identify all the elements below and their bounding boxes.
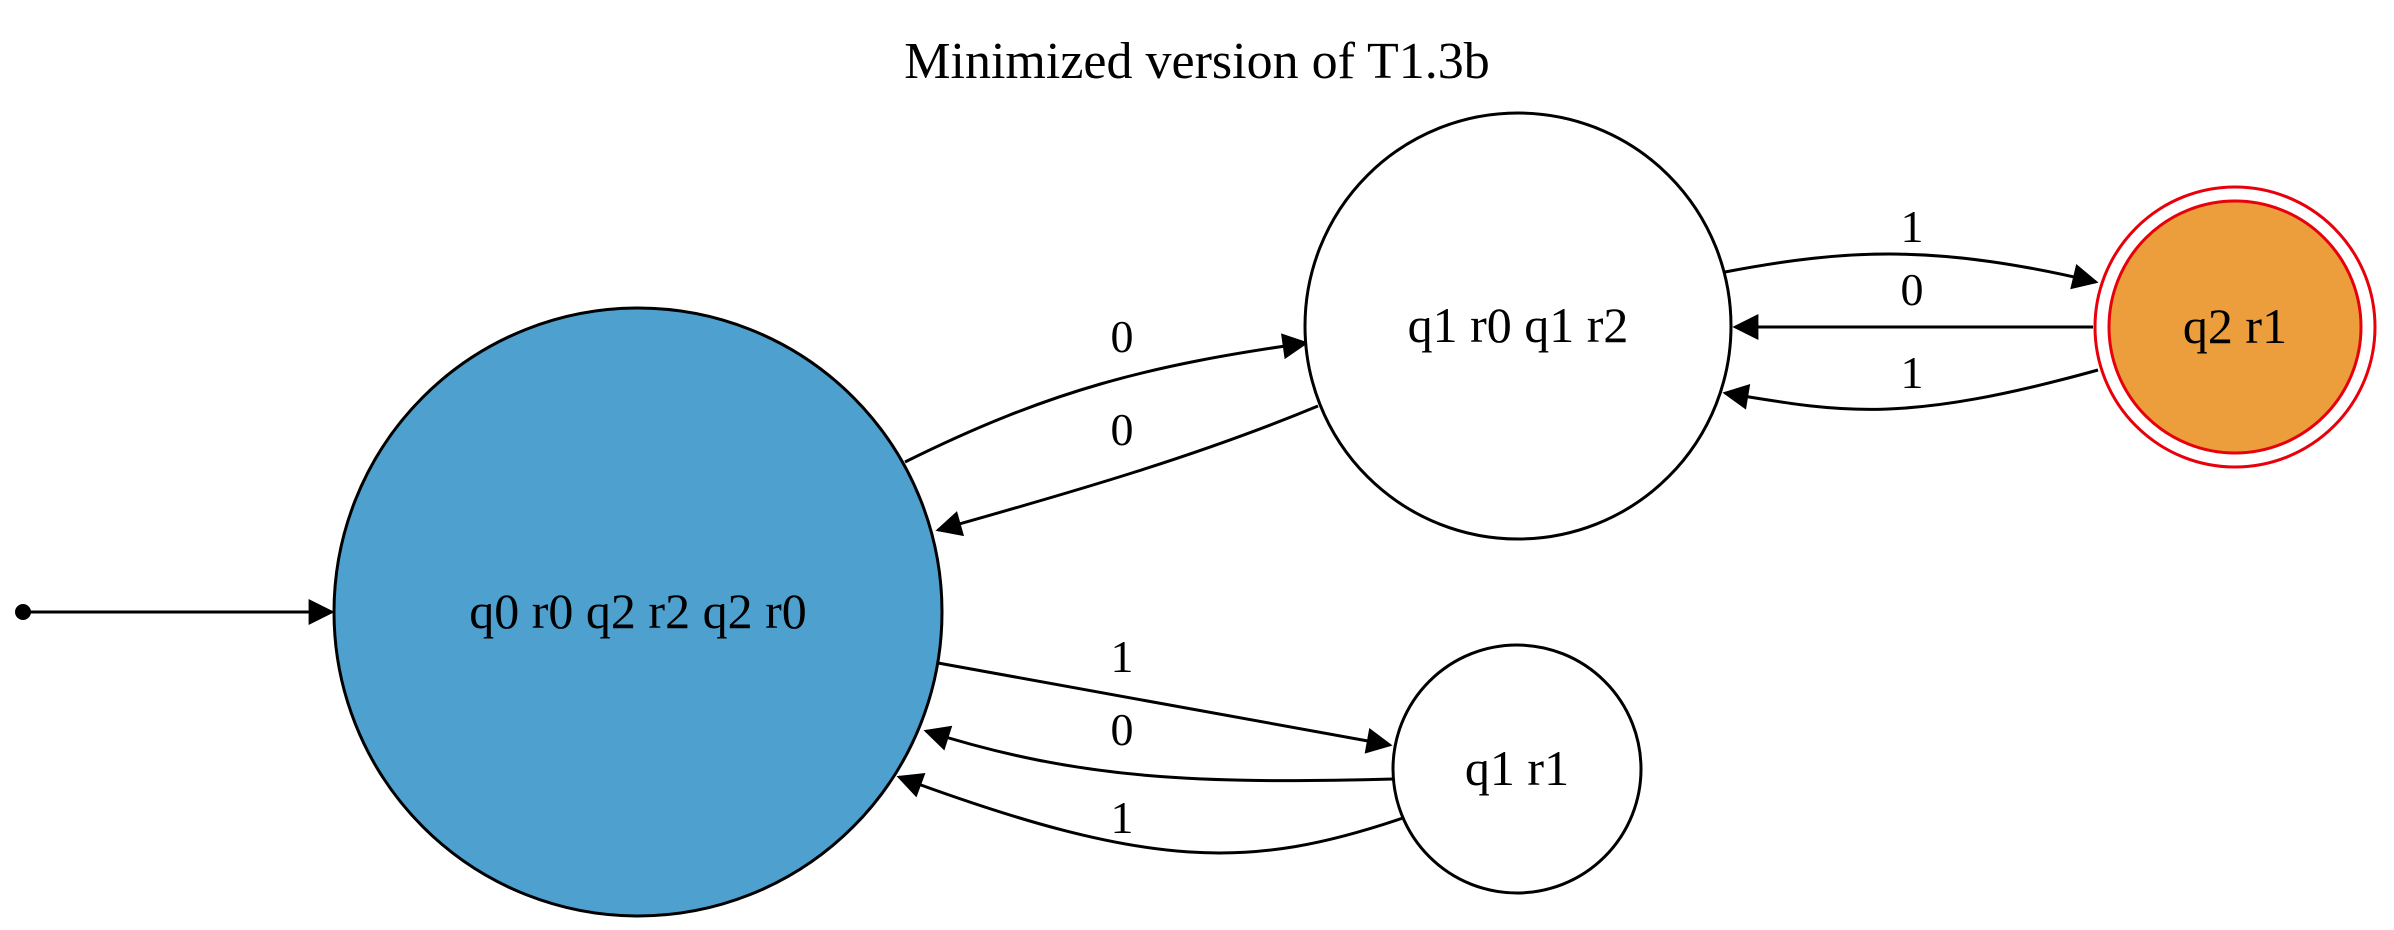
- edge-label: 0: [1111, 704, 1134, 755]
- state-label: q0 r0 q2 r2 q2 r0: [469, 583, 806, 639]
- state-q1r0q1r2: q1 r0 q1 r2: [1303, 111, 1733, 541]
- edge-q2r1-one-to-q1r0q1r2: [1722, 368, 2099, 411]
- edge-label: 1: [1111, 631, 1134, 682]
- edge-q1r0q1r2-to-q2r1: [1724, 252, 2099, 290]
- edge-label: 0: [1901, 264, 1924, 315]
- edge-label: 1: [1901, 347, 1924, 398]
- initial-marker: [15, 599, 335, 625]
- edge-labels: 0 0 1 0 1 1 0 1: [1111, 201, 1924, 843]
- edge-label: 0: [1111, 311, 1134, 362]
- edge-label: 1: [1111, 792, 1134, 843]
- state-label: q1 r0 q1 r2: [1408, 297, 1629, 353]
- edge-start-to-q1r0q1r2: [904, 333, 1309, 464]
- state-q1r1: q1 r1: [1391, 643, 1643, 895]
- diagram-title: Minimized version of T1.3b: [904, 33, 1489, 90]
- edge-q1r1-one-to-start: [896, 772, 1404, 855]
- edges: [896, 252, 2099, 855]
- state-circle: [1391, 643, 1643, 895]
- state-circle: [2107, 199, 2363, 455]
- state-label: q2 r1: [2183, 298, 2287, 354]
- state-q2r1-accepting: q2 r1: [2093, 185, 2377, 469]
- edge-start-to-q1r1: [937, 661, 1393, 754]
- edge-label: 0: [1111, 404, 1134, 455]
- state-circle: [1303, 111, 1733, 541]
- edge-label: 1: [1901, 201, 1924, 252]
- accepting-outer-ring: [2093, 185, 2377, 469]
- edge-q1r0q1r2-to-start: [935, 404, 1319, 537]
- state-q0r0q2r2q2r0: q0 r0 q2 r2 q2 r0: [332, 306, 944, 918]
- state-circle: [332, 306, 944, 918]
- edge-q1r1-zero-to-start: [923, 725, 1395, 783]
- state-label: q1 r1: [1465, 740, 1569, 796]
